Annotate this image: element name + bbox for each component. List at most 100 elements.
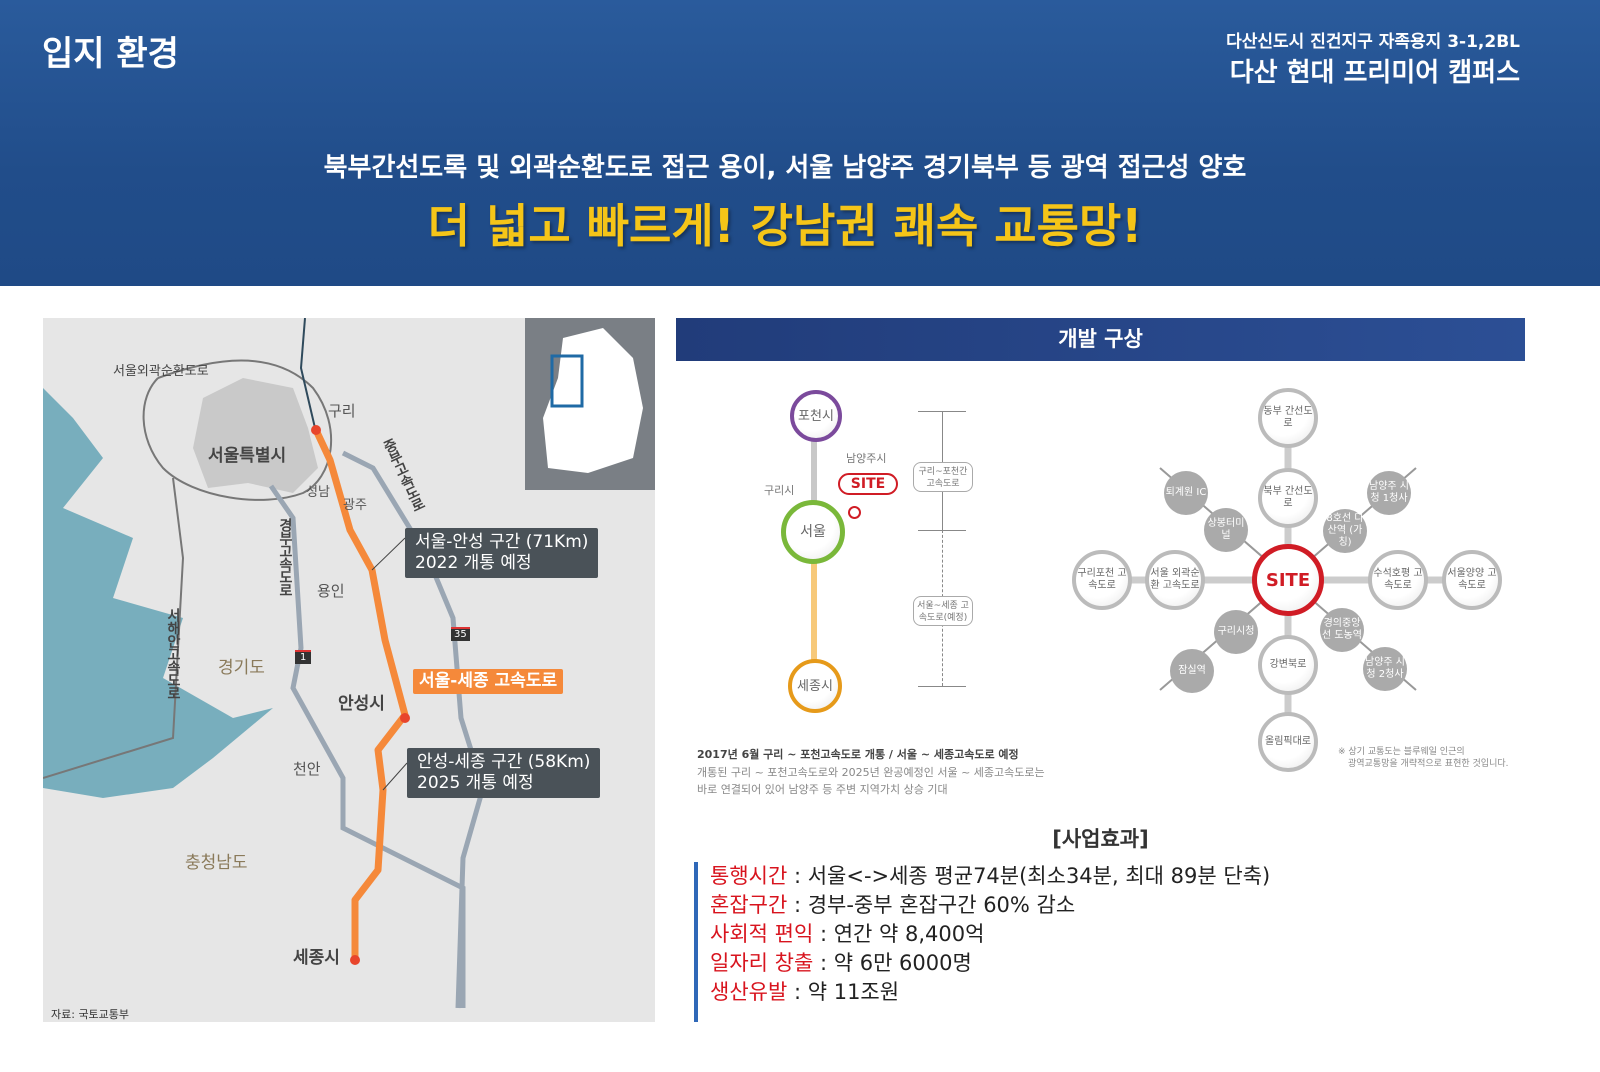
label-guri: 구리시 xyxy=(764,484,795,497)
site-marker xyxy=(848,506,861,519)
section-title: 입지 환경 xyxy=(42,34,179,74)
effect-value: : 연간 약 8,400억 xyxy=(813,922,985,946)
hub-gray-node: 남양주 시청 1청사 xyxy=(1367,471,1411,515)
effect-value: : 약 11조원 xyxy=(787,980,900,1004)
anseong-point xyxy=(400,713,410,723)
effect-key: 통행시간 xyxy=(710,864,788,888)
route-35-shield: 35 xyxy=(451,627,470,641)
korea-outline xyxy=(543,328,643,473)
hub-node: 강변북로 xyxy=(1258,635,1318,695)
hub-node: 구리포천 고속도로 xyxy=(1072,550,1132,610)
box-line: 2022 개통 예정 xyxy=(415,553,532,573)
hub-gray-node: 남양주 시청 2청사 xyxy=(1363,647,1407,691)
effect-key: 생산유발 xyxy=(710,980,788,1004)
effect-key: 혼잡구간 xyxy=(710,893,788,917)
map-label: 광주 xyxy=(343,498,367,513)
map-label: 경부고속도로 xyxy=(277,518,293,596)
box-line: 서울-안성 구간 (71Km) xyxy=(415,532,589,552)
hub-gray-node: 잠실역 xyxy=(1170,649,1214,693)
route-1-shield: 1 xyxy=(295,650,312,664)
segment-label-1: 구리~포천간 고속도로 xyxy=(913,462,973,492)
timeline-line xyxy=(811,560,817,660)
effect-item: 생산유발 : 약 11조원 xyxy=(710,978,1270,1007)
bracket-tick xyxy=(918,686,966,687)
gyeongbu-expressway xyxy=(268,484,466,1008)
source-note: 자료: 국토교통부 xyxy=(51,1008,130,1021)
hub-node: 올림픽대로 xyxy=(1258,712,1318,772)
hub-node: 수석호평 고속도로 xyxy=(1368,550,1428,610)
map-label: 성남 xyxy=(306,485,330,500)
disclaimer-line: ※ 상기 교통도는 블루웨일 인근의 xyxy=(1338,747,1465,757)
hub-gray-node: 구리시청 xyxy=(1214,610,1258,654)
node-seoul: 서울 xyxy=(781,500,845,564)
map-label: 충청남도 xyxy=(185,853,248,873)
inset-highlight xyxy=(550,354,584,408)
label-namyangju: 남양주시 xyxy=(846,452,887,465)
effect-key: 일자리 창출 xyxy=(710,951,814,975)
map-label: 세종시 xyxy=(293,948,340,968)
effect-key: 사회적 편익 xyxy=(710,922,814,946)
headline-subtitle: 북부간선도록 및 외곽순환도로 접근 용이, 서울 남양주 경기북부 등 광역 … xyxy=(323,153,1247,183)
effect-item: 통행시간 : 서울<->세종 평균74분(최소34분, 최대 89분 단축) xyxy=(710,862,1270,891)
map-label: 용인 xyxy=(317,582,345,600)
guri-point xyxy=(311,425,321,435)
dev-plan-title: 개발 구상 xyxy=(676,318,1525,361)
hub-gray-node: 8호선 다산역 (가칭) xyxy=(1323,509,1367,553)
node-pocheon: 포천시 xyxy=(790,390,842,442)
map-label: 서울특별시 xyxy=(208,446,287,466)
seohaean-expressway xyxy=(43,477,185,779)
timeline-line xyxy=(811,440,817,510)
disclaimer-line: 광역교통망을 개략적으로 표현한 것입니다. xyxy=(1348,759,1509,769)
effects-title: [사업효과] xyxy=(1052,827,1149,851)
segment-label-2: 서울~세종 고속도로(예정) xyxy=(913,596,973,626)
note-body: 바로 연결되어 있어 남양주 등 주변 지역가치 상승 기대 xyxy=(697,783,948,796)
river xyxy=(299,318,316,429)
jungbu-expressway xyxy=(341,450,486,1009)
header-banner: 입지 환경 다산신도시 진건지구 자족용지 3-1,2BL 다산 현대 프리미어… xyxy=(0,0,1600,286)
box-line: 안성-세종 구간 (58Km) xyxy=(417,752,591,772)
outer-ring-road xyxy=(142,359,333,501)
site-badge: SITE xyxy=(838,473,898,495)
effects-list: 통행시간 : 서울<->세종 평균74분(최소34분, 최대 89분 단축)혼잡… xyxy=(694,862,1270,1022)
effect-item: 사회적 편익 : 연간 약 8,400억 xyxy=(710,920,1270,949)
node-sejong: 세종시 xyxy=(788,659,842,713)
effect-item: 혼잡구간 : 경부-중부 혼잡구간 60% 감소 xyxy=(710,891,1270,920)
section-box-seoul-anseong: 서울-안성 구간 (71Km)2022 개통 예정 xyxy=(405,528,599,578)
sejong-point xyxy=(350,955,360,965)
bracket-tick xyxy=(918,530,966,531)
map-label: 서울외곽순환도로 xyxy=(113,364,209,379)
project-name: 다산 현대 프리미어 캠퍼스 xyxy=(1229,58,1520,88)
hub-node: 서울 외곽순환 고속도로 xyxy=(1145,550,1205,610)
hub-node: 북부 간선도로 xyxy=(1258,468,1318,528)
map-label: 경기도 xyxy=(218,658,265,678)
map-label: 구리 xyxy=(328,402,356,420)
box-line: 2025 개통 예정 xyxy=(417,773,534,793)
hub-gray-node: 퇴계원 IC xyxy=(1164,471,1208,515)
map-graphics xyxy=(43,318,655,1009)
effect-value: : 서울<->세종 평균74분(최소34분, 최대 89분 단축) xyxy=(787,864,1271,888)
map-label: 서해안고속도로 xyxy=(165,608,181,699)
hub-node: 서울양양 고속도로 xyxy=(1442,550,1502,610)
note-body: 개통된 구리 ~ 포천고속도로와 2025년 완공예정인 서울 ~ 세종고속도로… xyxy=(697,766,1045,779)
hub-node: 동부 간선도로 xyxy=(1258,388,1318,448)
note-title: 2017년 6월 구리 ~ 포천고속도로 개통 / 서울 ~ 세종고속도로 예정 xyxy=(697,748,1019,761)
hub-site: SITE xyxy=(1252,544,1324,616)
highway-label: 서울-세종 고속도로 xyxy=(413,669,564,694)
route-map: 서울외곽순환도로 구리 서울특별시 성남 광주 용인 경기도 안성시 천안 충청… xyxy=(43,318,655,1022)
leader-line xyxy=(371,537,406,571)
leader-line xyxy=(382,762,408,791)
map-label: 천안 xyxy=(293,760,321,778)
seoul-area xyxy=(193,378,318,493)
sea-area xyxy=(43,388,273,798)
project-subtitle: 다산신도시 진건지구 자족용지 3-1,2BL xyxy=(1226,32,1520,52)
effect-value: : 약 6만 6000명 xyxy=(813,951,972,975)
section-box-anseong-sejong: 안성-세종 구간 (58Km)2025 개통 예정 xyxy=(407,748,601,798)
hub-gray-node: 상봉터미널 xyxy=(1204,508,1248,552)
headline: 더 넓고 빠르게! 강남권 쾌속 교통망! xyxy=(427,199,1143,253)
effect-item: 일자리 창출 : 약 6만 6000명 xyxy=(710,949,1270,978)
map-label: 안성시 xyxy=(338,694,385,714)
hub-gray-node: 경의중앙선 도농역 xyxy=(1320,608,1364,652)
effect-value: : 경부-중부 혼잡구간 60% 감소 xyxy=(787,893,1076,917)
bracket-tick xyxy=(918,411,966,412)
